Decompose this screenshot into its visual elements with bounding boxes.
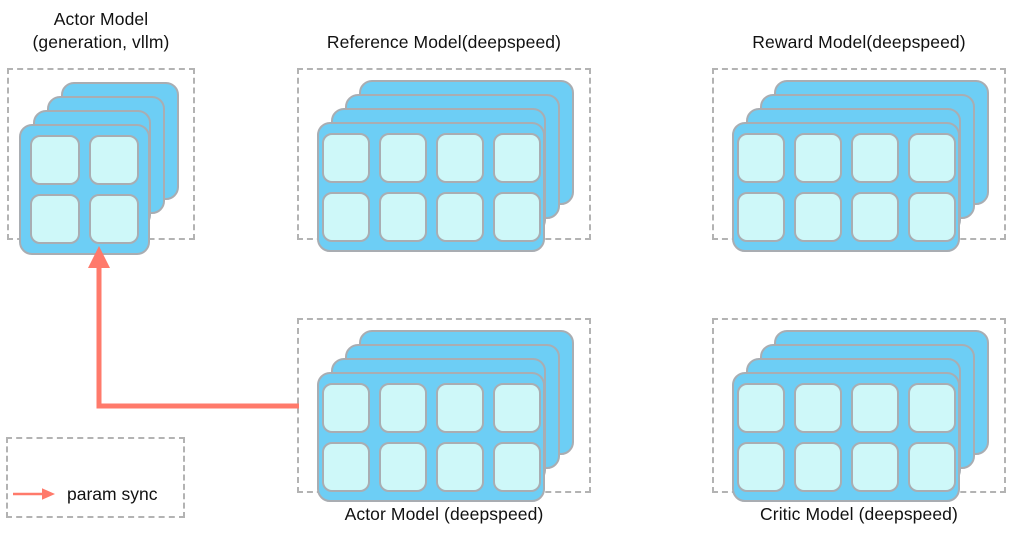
card-cell xyxy=(321,191,370,242)
arrow-right-icon xyxy=(13,488,55,500)
card-cell xyxy=(793,191,842,242)
card-cell xyxy=(89,194,139,244)
card-cell xyxy=(907,132,956,183)
card-cell xyxy=(793,382,842,433)
card-cell xyxy=(850,132,899,183)
legend-item-param-sync: param sync xyxy=(13,484,157,504)
card-cell xyxy=(736,132,785,183)
card-cell xyxy=(736,382,785,433)
card-cell xyxy=(850,441,899,492)
legend-box xyxy=(6,437,185,518)
card-cell xyxy=(30,135,80,185)
card-cell xyxy=(435,441,484,492)
card-stack-reference-model xyxy=(297,68,591,252)
card-layer-1 xyxy=(732,372,960,502)
card-cell xyxy=(907,441,956,492)
card-cell xyxy=(378,382,427,433)
card-layer-1 xyxy=(317,122,545,252)
card-stack-actor-generation xyxy=(7,68,195,255)
card-cell xyxy=(850,382,899,433)
legend-label-param-sync: param sync xyxy=(67,484,158,504)
card-cell xyxy=(378,441,427,492)
card-cell xyxy=(793,441,842,492)
card-cell xyxy=(378,132,427,183)
param-sync-path xyxy=(96,262,299,409)
card-cell xyxy=(492,441,541,492)
card-cell xyxy=(736,441,785,492)
card-cell xyxy=(321,132,370,183)
group-label-reward-model: Reward Model(deepspeed) xyxy=(752,32,966,52)
group-label-actor-generation: Actor Model (generation, vllm) xyxy=(32,9,170,52)
card-stack-actor-deepspeed xyxy=(297,318,591,502)
card-cell xyxy=(89,135,139,185)
card-layer-1 xyxy=(19,124,150,255)
group-label-critic-model: Critic Model (deepspeed) xyxy=(760,504,958,524)
card-layer-1 xyxy=(317,372,545,502)
card-cell xyxy=(30,194,80,244)
card-stack-critic-model xyxy=(712,318,1006,502)
card-cell xyxy=(492,191,541,242)
card-cell xyxy=(435,191,484,242)
card-cell xyxy=(850,191,899,242)
card-cell xyxy=(321,441,370,492)
card-cell xyxy=(793,132,842,183)
card-cell xyxy=(378,191,427,242)
card-layer-1 xyxy=(732,122,960,252)
card-stack-reward-model xyxy=(712,68,1006,252)
card-cell xyxy=(907,382,956,433)
card-cell xyxy=(435,132,484,183)
group-label-reference-model: Reference Model(deepspeed) xyxy=(326,32,562,52)
card-cell xyxy=(492,132,541,183)
card-cell xyxy=(736,191,785,242)
group-label-actor-deepspeed: Actor Model (deepspeed) xyxy=(344,504,544,524)
card-cell xyxy=(435,382,484,433)
card-cell xyxy=(492,382,541,433)
card-cell xyxy=(907,191,956,242)
card-cell xyxy=(321,382,370,433)
